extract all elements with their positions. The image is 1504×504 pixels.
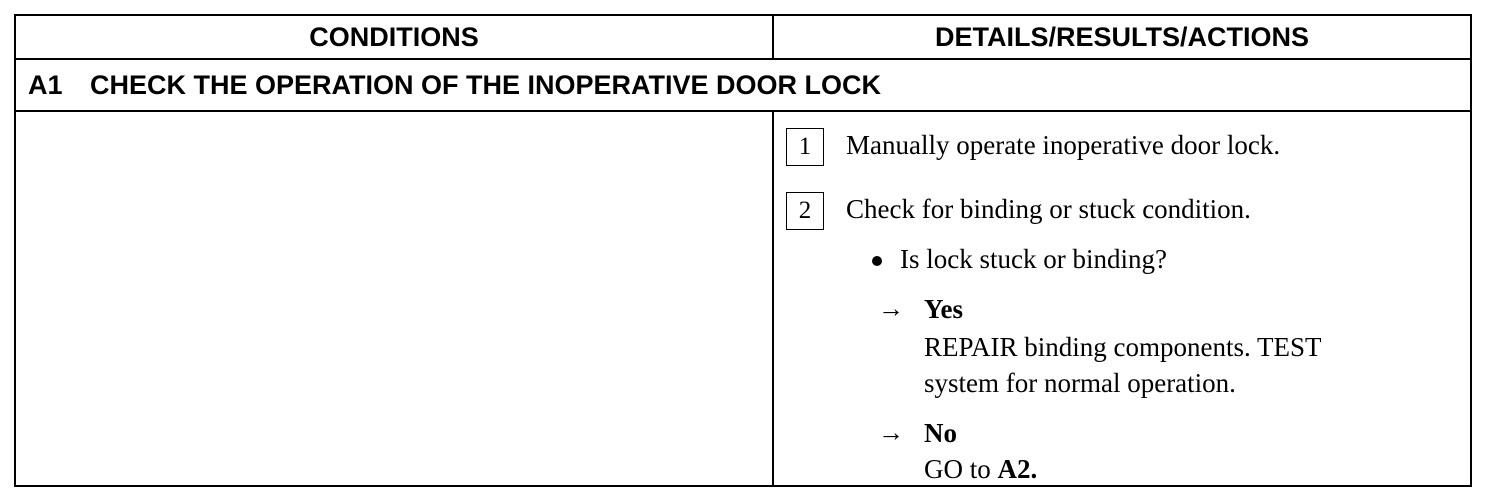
details-cell: 1 Manually operate inoperative door lock… <box>774 112 1470 485</box>
action-text-2: Check for binding or stuck condition. <box>846 194 1251 224</box>
result-no-prefix: GO to <box>924 454 998 484</box>
details-header: DETAILS/RESULTS/ACTIONS <box>934 21 1309 52</box>
result-no-target: A2. <box>997 454 1038 484</box>
table-header: CONDITIONS DETAILS/RESULTS/ACTIONS <box>16 16 1470 60</box>
diagnostic-table: CONDITIONS DETAILS/RESULTS/ACTIONS A1 CH… <box>14 14 1472 487</box>
result-yes-label: Yes <box>924 294 963 324</box>
step-title-row: A1 CHECK THE OPERATION OF THE INOPERATIV… <box>16 60 1470 112</box>
conditions-header: CONDITIONS <box>16 16 774 58</box>
result-yes-line-1: REPAIR binding components. TEST <box>924 332 1322 362</box>
arrow-right-icon: → <box>878 294 904 323</box>
result-no-label: No <box>924 418 957 448</box>
arrow-right-icon: → <box>878 418 904 447</box>
action-text-1: Manually operate inoperative door lock. <box>846 130 1281 160</box>
bullet-icon <box>872 256 882 266</box>
action-number-1: 1 <box>786 128 824 166</box>
step-code: A1 <box>28 69 63 100</box>
result-yes-line-2: system for normal operation. <box>924 368 1236 398</box>
action-number-2: 2 <box>786 192 824 230</box>
conditions-cell <box>16 112 774 485</box>
step-title: CHECK THE OPERATION OF THE INOPERATIVE D… <box>90 69 882 100</box>
result-no-action: GO to A2. <box>924 454 1037 485</box>
question-text: Is lock stuck or binding? <box>900 244 1167 274</box>
